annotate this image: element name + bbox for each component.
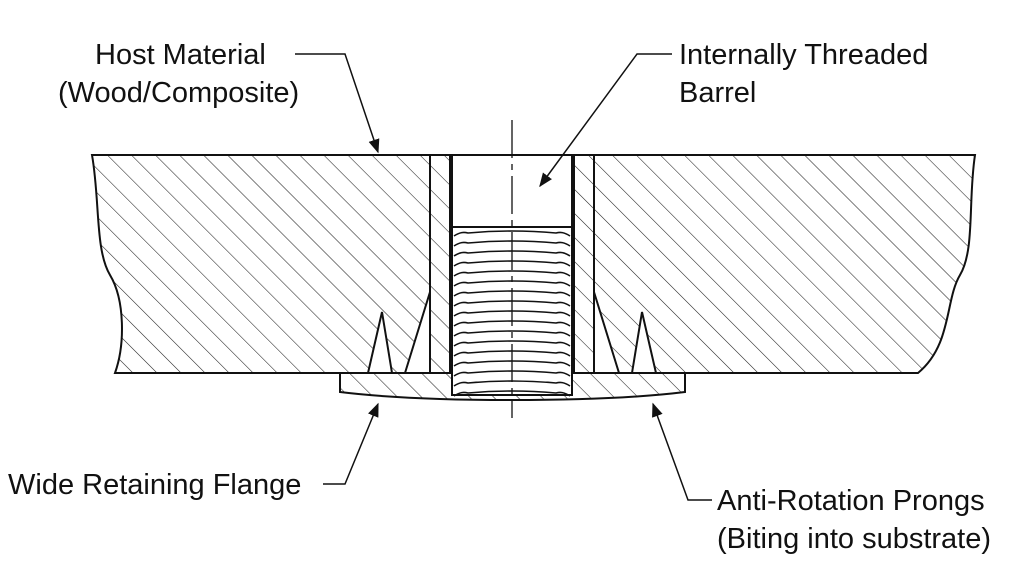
prong-right-outer xyxy=(630,311,658,374)
label-host-material-line1: Host Material xyxy=(95,39,266,71)
thread-crest xyxy=(453,270,571,277)
host-material-left xyxy=(90,154,431,374)
label-flange: Wide Retaining Flange xyxy=(8,469,301,501)
leader-flange xyxy=(323,402,379,485)
leader-lines xyxy=(295,53,712,501)
label-barrel-line2: Barrel xyxy=(679,77,756,109)
thread-crest xyxy=(453,230,571,237)
label-prongs-line2: (Biting into substrate) xyxy=(717,523,991,555)
label-host-material-line2: (Wood/Composite) xyxy=(58,77,299,109)
prong-right-inner xyxy=(593,291,621,374)
leader-barrel xyxy=(539,53,672,188)
host-material-right xyxy=(593,154,977,374)
anti-rotation-prongs xyxy=(366,291,658,374)
leader-host-material xyxy=(295,53,380,154)
prong-left-outer xyxy=(366,311,394,374)
thread-crest xyxy=(453,330,571,337)
label-prongs-line1: Anti-Rotation Prongs xyxy=(717,485,985,517)
prong-left-inner xyxy=(403,291,431,374)
thread-crest xyxy=(453,340,571,347)
leader-prongs xyxy=(652,402,712,501)
insert-wall-right xyxy=(573,154,595,374)
insert-wall-left xyxy=(429,154,451,374)
label-barrel-line1: Internally Threaded xyxy=(679,39,928,71)
